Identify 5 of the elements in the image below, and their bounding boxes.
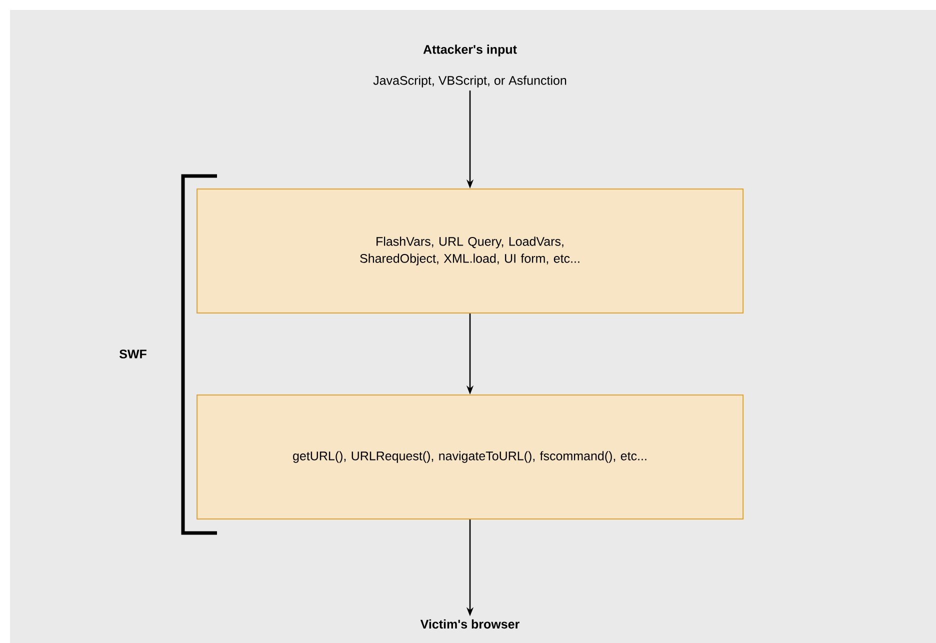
process-box: getURL(), URLRequest(), navigateToURL(), fscommand(), etc... xyxy=(196,394,744,520)
output-text: Victim's browser xyxy=(420,619,520,629)
process-box: FlashVars, URL Query, LoadVars, SharedObject, XML.load, UI form, etc... xyxy=(196,188,744,314)
bracket-label: SWF xyxy=(119,350,146,358)
input-text: Attacker's input JavaScript, VBScript, or Asfunction xyxy=(373,44,566,88)
